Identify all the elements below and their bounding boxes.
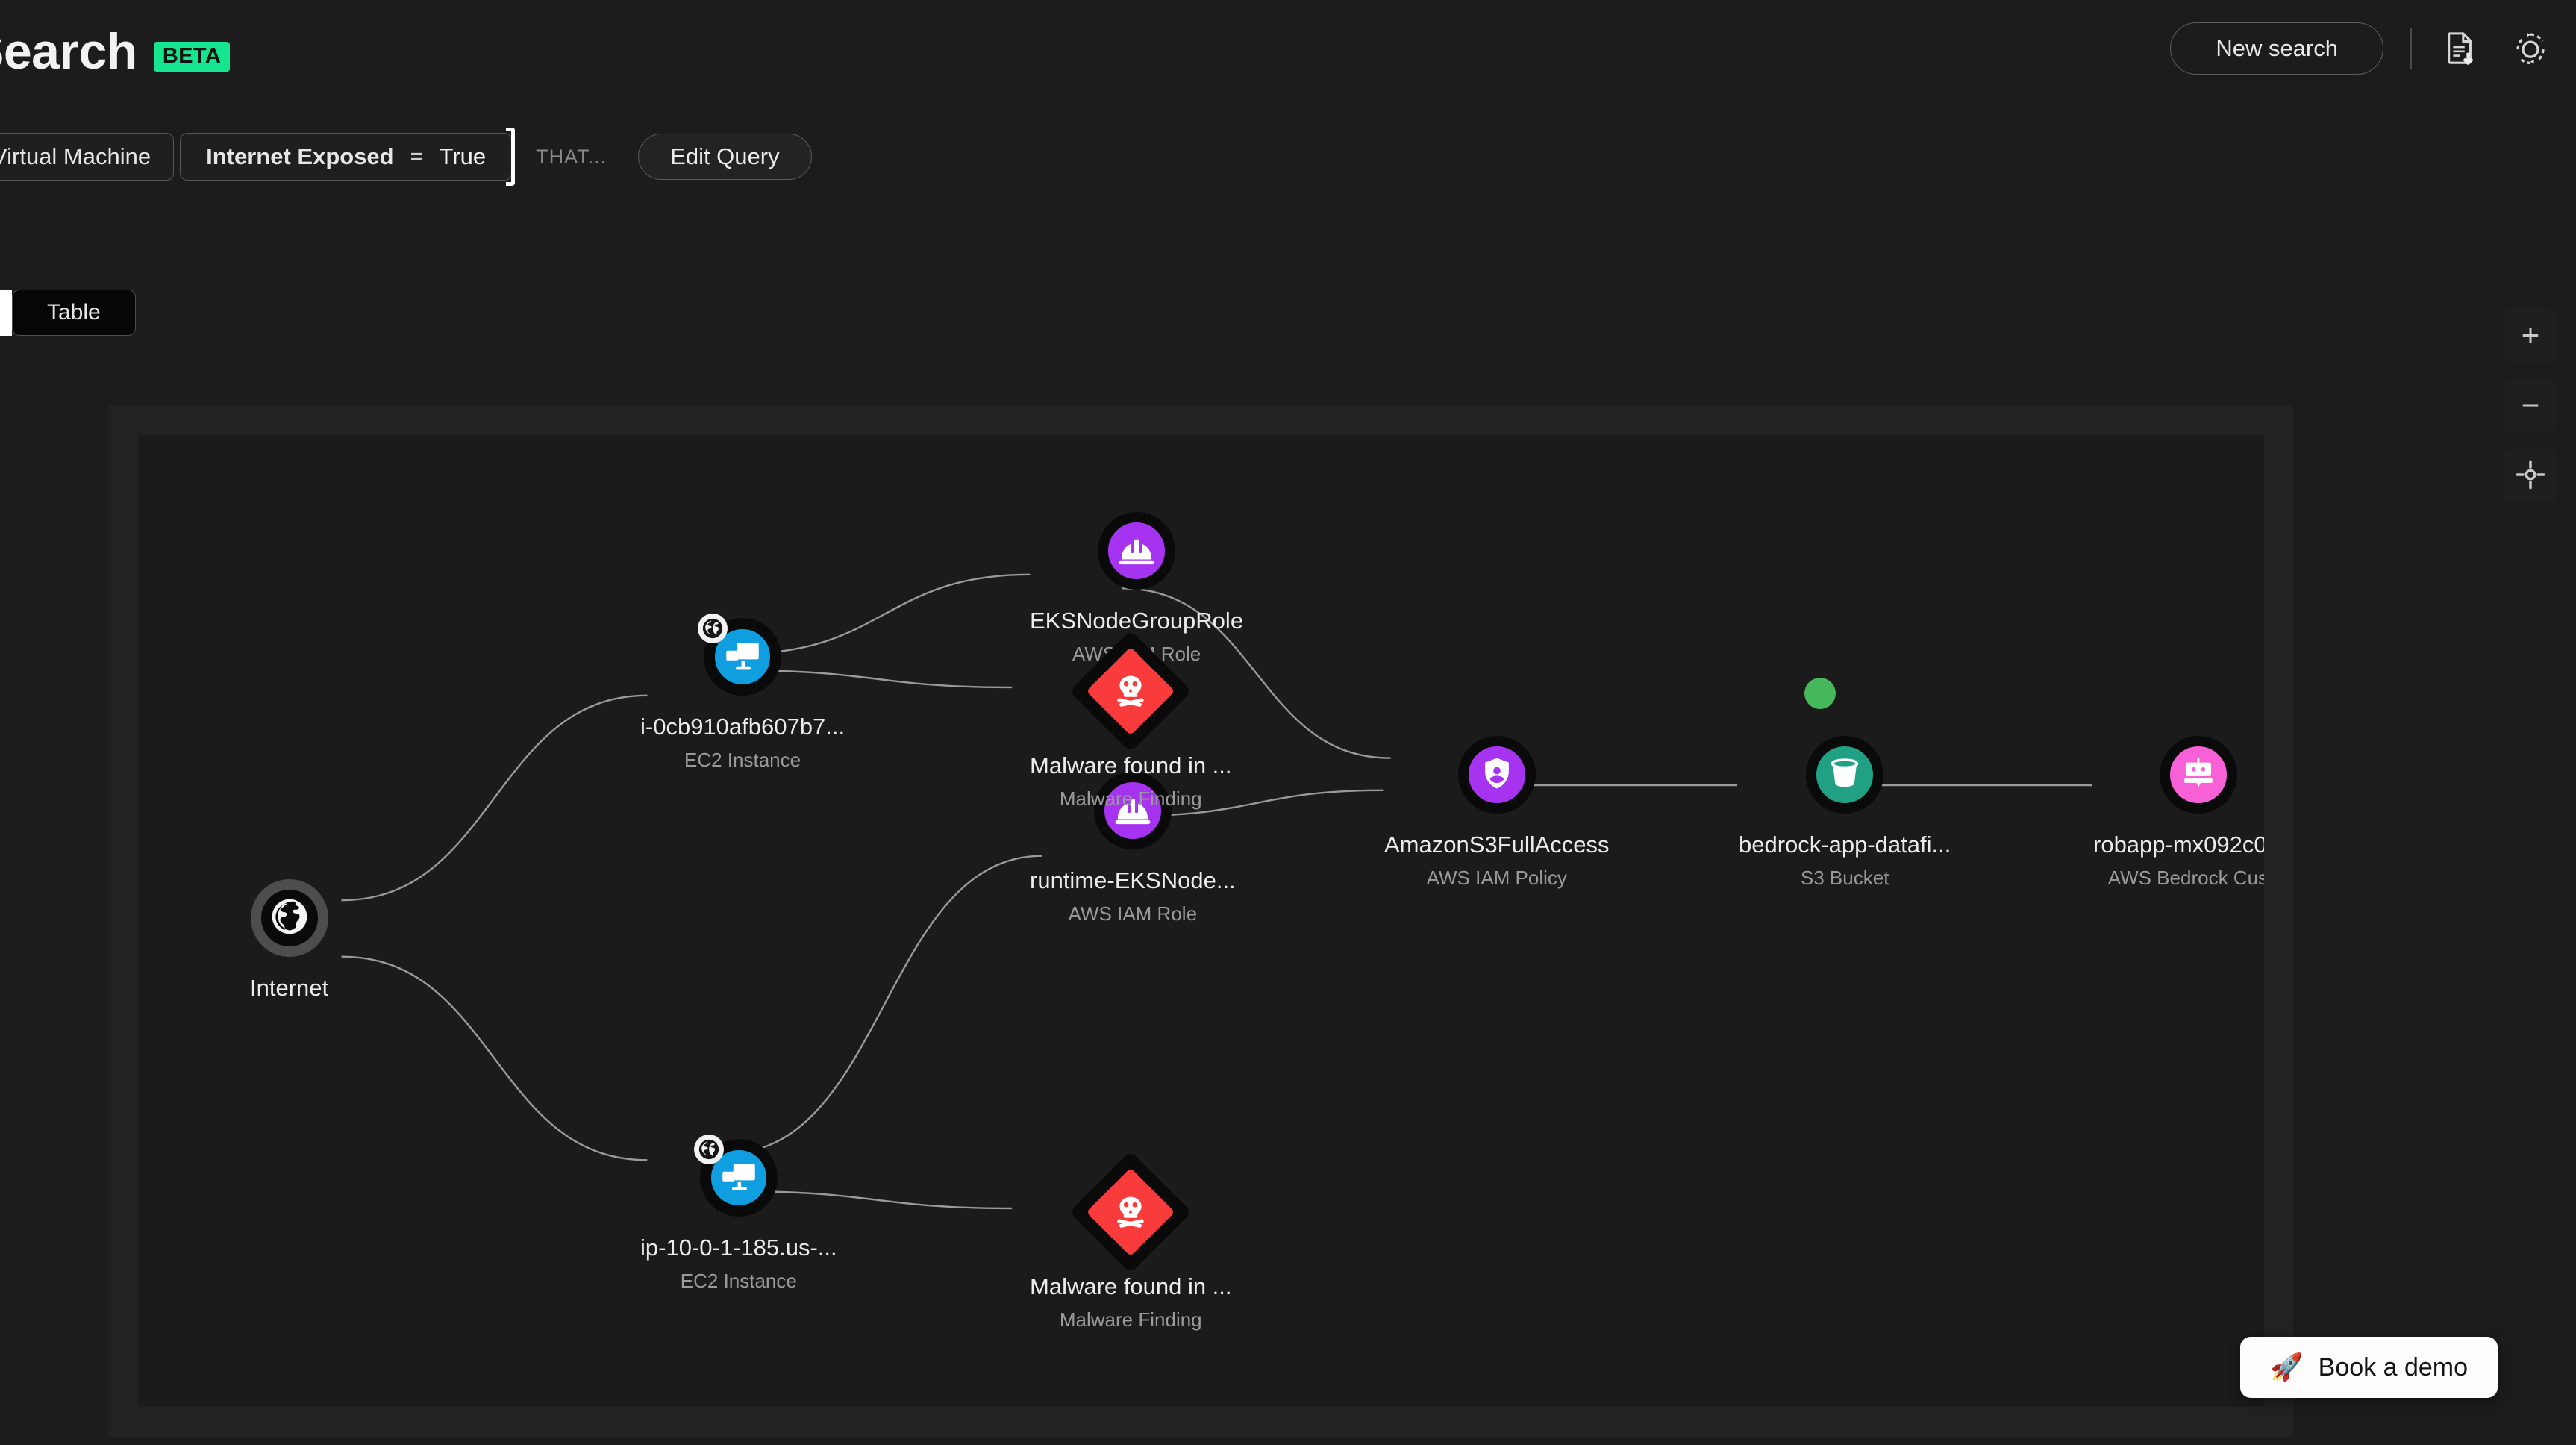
page-title: Search <box>0 23 137 80</box>
monitor-icon <box>721 634 764 681</box>
zoom-in-button[interactable]: + <box>2504 308 2557 362</box>
node-type-label: AWS Bedrock Cust... <box>2107 867 2264 889</box>
node-shape <box>1069 1150 1192 1274</box>
export-document-icon[interactable] <box>2439 27 2482 70</box>
zoom-out-button[interactable]: − <box>2504 378 2557 432</box>
chip-operator: = <box>410 144 423 169</box>
skull-crossbones-icon <box>1086 1167 1175 1257</box>
book-a-demo-button[interactable]: 🚀 Book a demo <box>2239 1337 2498 1398</box>
node-shape <box>693 1135 778 1217</box>
node-name-label: AmazonS3FullAccess <box>1384 831 1610 858</box>
monitor-icon <box>717 1155 760 1202</box>
crosshair-icon <box>2514 458 2547 493</box>
node-name-label: Internet <box>250 975 329 1001</box>
node-type-label: AWS IAM Policy <box>1426 867 1567 889</box>
graph-zoom-controls: + − <box>2504 308 2557 502</box>
internet-exposed-badge-icon <box>693 1135 724 1164</box>
query-filter-bar: Virtual Machine Internet Exposed = True … <box>0 128 812 186</box>
node-circle-shape <box>1098 512 1176 590</box>
node-name-label: i-0cb910afb607b7... <box>640 714 845 740</box>
globe-icon <box>269 896 310 941</box>
chip-selection-bracket <box>506 128 516 186</box>
node-type-label: S3 Bucket <box>1800 867 1889 889</box>
node-diamond-shape <box>1069 1150 1192 1274</box>
book-a-demo-label: Book a demo <box>2318 1352 2468 1382</box>
header-divider <box>2410 28 2412 69</box>
node-type-label: Malware Finding <box>1059 1308 1202 1331</box>
node-shape <box>1093 772 1172 849</box>
node-circle-shape <box>1457 736 1536 814</box>
node-malware-bottom[interactable]: Malware found in ... Malware Finding <box>1030 1150 1232 1332</box>
chip-field-label: Internet Exposed <box>206 143 394 169</box>
graph-edge <box>341 694 648 902</box>
node-diamond-shape <box>1069 629 1192 753</box>
skull-crossbones-icon <box>1086 646 1175 736</box>
new-search-button[interactable]: New search <box>2170 22 2383 75</box>
header-actions: New search <box>2170 22 2552 75</box>
beta-badge: BETA <box>153 42 231 72</box>
shield-person-icon <box>1478 755 1516 796</box>
tab-graph[interactable] <box>0 290 12 336</box>
node-shape <box>1804 678 1884 814</box>
view-tabs: Table <box>0 290 136 336</box>
rocket-icon: 🚀 <box>2269 1352 2304 1382</box>
node-circle-shape <box>250 879 328 957</box>
node-shape <box>1457 736 1536 814</box>
internet-exposed-badge-icon <box>698 614 728 643</box>
node-ec2-top[interactable]: i-0cb910afb607b7... EC2 Instance <box>640 614 845 772</box>
refresh-circle-icon[interactable] <box>2509 27 2552 70</box>
node-shape <box>698 614 782 696</box>
node-type-label: AWS IAM Role <box>1068 902 1198 925</box>
node-shape <box>1098 512 1176 590</box>
node-name-label: ip-10-0-1-185.us-... <box>640 1235 837 1261</box>
node-circle-shape <box>2160 736 2238 814</box>
node-bedrock-model[interactable]: robapp-mx092c02ncAWS Bedrock Cust... <box>2093 736 2264 890</box>
recenter-button[interactable] <box>2504 449 2557 502</box>
status-indicator-dot <box>1804 678 1836 709</box>
hardhat-icon <box>1112 788 1154 834</box>
node-name-label: runtime-EKSNode... <box>1030 867 1236 893</box>
node-internet[interactable]: Internet <box>250 879 328 1002</box>
hardhat-icon <box>1116 528 1157 574</box>
node-name-label: robapp-mx092c02nc <box>2093 831 2264 858</box>
chip-internet-exposed[interactable]: Internet Exposed = True <box>180 128 516 186</box>
tab-table[interactable]: Table <box>12 290 136 336</box>
node-type-label: EC2 Instance <box>684 749 801 771</box>
node-ec2-bottom[interactable]: ip-10-0-1-185.us-... EC2 Instance <box>640 1135 837 1293</box>
minus-icon: − <box>2521 387 2540 422</box>
plus-icon: + <box>2521 317 2540 352</box>
chip-virtual-machine[interactable]: Virtual Machine <box>0 133 175 181</box>
node-shape <box>250 879 328 957</box>
node-shape <box>1069 629 1192 753</box>
node-malware-top[interactable]: Malware found in ... Malware Finding <box>1030 629 1232 811</box>
page-title-group: Search BETA <box>0 22 231 81</box>
node-iam-role-runtime[interactable]: runtime-EKSNode... AWS IAM Role <box>1030 772 1236 926</box>
app-header: Search BETA New search <box>0 0 2576 119</box>
robot-icon <box>2178 753 2219 797</box>
chip-value: True <box>439 143 487 169</box>
bucket-icon <box>1825 753 1865 797</box>
node-type-label: EC2 Instance <box>680 1270 797 1292</box>
that-connector-label: THAT... <box>536 145 607 168</box>
node-name-label: bedrock-app-datafi... <box>1739 831 1951 858</box>
node-circle-shape <box>1806 736 1884 814</box>
node-name-label: Malware found in ... <box>1030 1273 1232 1299</box>
node-shape <box>2160 736 2238 814</box>
node-s3-bucket[interactable]: bedrock-app-datafi... S3 Bucket <box>1739 678 1951 890</box>
graph-edge <box>341 955 648 1161</box>
edit-query-button[interactable]: Edit Query <box>638 134 812 180</box>
node-type-label: Malware Finding <box>1059 787 1202 810</box>
graph-edge <box>726 855 1042 1155</box>
node-name-label: EKSNodeGroupRole <box>1030 608 1244 634</box>
node-name-label: Malware found in ... <box>1030 752 1232 778</box>
